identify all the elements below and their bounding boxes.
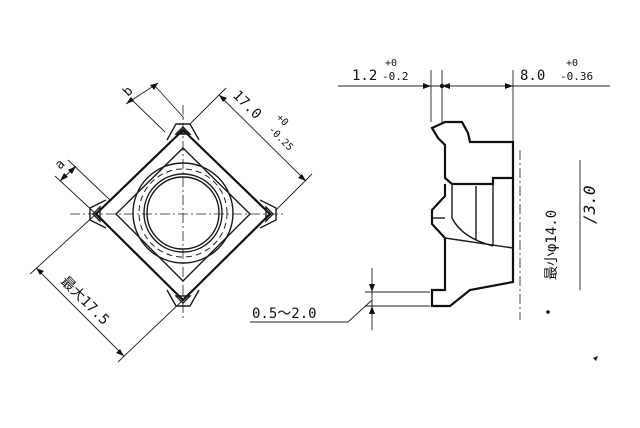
- dimension-a-label: a: [52, 157, 68, 173]
- dimension-max-17-5: 最大17.5: [29, 213, 184, 363]
- outer-boss-circle: [132, 162, 234, 264]
- dimension-b: b: [120, 82, 185, 133]
- dimension-b-label: b: [120, 84, 136, 100]
- dimension-1-2-tol-upper: +0: [385, 58, 397, 69]
- dimension-8-0-tol-lower: -0.36: [560, 70, 593, 83]
- dimension-height-top: 1.2 +0 -0.2 8.0 +0 -0.36: [338, 58, 610, 160]
- dimension-8-0-value: 8.0: [520, 68, 545, 84]
- dimension-diameter: 最小φ14.0 /3.0: [544, 160, 599, 290]
- hatched-section: [430, 120, 515, 186]
- shoulder-line: [444, 237, 514, 249]
- dimension-projection: 0.5〜2.0: [250, 268, 430, 330]
- dimension-max-label: 最大17.5: [57, 274, 112, 329]
- weld-projection-top: [166, 123, 200, 141]
- thread-inner-circle: [143, 173, 223, 253]
- thread-dashed-circle: [138, 168, 228, 258]
- dimension-a: a: [52, 157, 111, 216]
- nut-section-outline: [430, 120, 515, 308]
- dimension-1-2-value: 1.2: [352, 68, 377, 84]
- dimension-17-0-tol-lower: -0.25: [266, 124, 295, 153]
- weld-projection-left: [89, 199, 107, 229]
- nut-lower-body: [430, 178, 515, 308]
- dimension-17-0: 17.0 +0 -0.25: [189, 88, 313, 211]
- weld-projection-bottom: [166, 289, 200, 307]
- dimension-1-2-tol-lower: -0.2: [382, 70, 409, 83]
- section-view: 1.2 +0 -0.2 8.0 +0 -0.36: [250, 58, 610, 361]
- weld-projection-right: [259, 199, 277, 229]
- dimension-13-0: /3.0: [580, 185, 599, 224]
- bore-circle: [146, 176, 220, 250]
- dimension-8-0-tol-upper: +0: [566, 58, 578, 69]
- inner-square-outline: [115, 147, 251, 282]
- dimension-min-diameter: 最小φ14.0: [544, 210, 560, 280]
- dimension-17-0-value: 17.0: [229, 88, 264, 123]
- stray-mark-2: [593, 356, 598, 361]
- stray-mark: [546, 310, 550, 314]
- dimension-projection-label: 0.5〜2.0: [252, 306, 317, 322]
